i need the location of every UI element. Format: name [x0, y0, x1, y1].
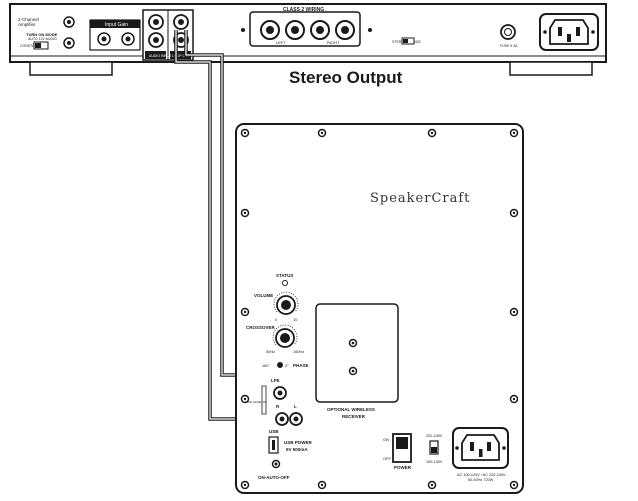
screw-icon: [240, 480, 250, 490]
binding-post-right-plus[interactable]: [310, 20, 330, 40]
screw-icon: [317, 128, 327, 138]
audio-input-label: AUDIO INPUT: [149, 54, 172, 58]
r-input-label: R: [276, 404, 280, 409]
subwoofer-amp-plate: SpeakerCraft STATUS VOLUME 0 10 CROSSOVE…: [235, 123, 524, 494]
crossover-label: CROSSOVER: [246, 325, 276, 330]
power-rocker-switch[interactable]: [392, 433, 412, 463]
screw-icon: [348, 338, 358, 348]
screw-icon: [317, 480, 327, 490]
screw-icon: [241, 28, 245, 32]
phase-0-label: 0°: [285, 364, 289, 368]
voltage-high-label: 220-240V: [426, 434, 443, 438]
lfe-input-jack[interactable]: [273, 386, 287, 400]
r-input-jack[interactable]: [275, 412, 289, 426]
wireless-receiver-bay: [315, 303, 399, 403]
auto-off-label: ON-AUTO-OFF: [258, 475, 290, 480]
usb-port[interactable]: [268, 436, 279, 454]
subwoofer-iec-inlet[interactable]: [452, 427, 509, 469]
usb-label: USB: [269, 429, 279, 434]
screw-icon: [240, 394, 250, 404]
screw-icon: [427, 480, 437, 490]
iec-power-inlet[interactable]: [539, 13, 599, 51]
power-on-label: ON: [383, 437, 389, 442]
phase-switch[interactable]: [277, 362, 283, 368]
diagram-caption: Stereo Output: [289, 68, 403, 87]
phase-180-label: 180°: [262, 364, 270, 368]
wireless-label-line2: RECEIVER: [342, 414, 366, 419]
screw-icon: [368, 28, 372, 32]
amplifier-foot-right: [509, 61, 593, 76]
crossover-min-label: 50Hz: [266, 350, 275, 354]
l-input-jack[interactable]: [289, 412, 303, 426]
screw-icon: [509, 394, 519, 404]
crossover-knob[interactable]: [272, 324, 298, 348]
amplifier-model-line2: Amplifier: [18, 22, 36, 27]
phase-label: PHASE: [293, 363, 309, 368]
fuse-label: FUSE 6.3A: [500, 44, 518, 48]
ac-rating-line2: 50-60Hz 720W: [468, 478, 494, 482]
voltage-selector-switch[interactable]: [429, 440, 439, 455]
crossover-max-label: 160Hz: [293, 350, 304, 354]
screw-icon: [348, 366, 358, 376]
line-level-label: LOW LEVEL IN: [245, 400, 266, 404]
wireless-label-line1: OPTIONAL WIRELESS: [327, 407, 375, 412]
amplifier-rear-panel: 2-Channel Amplifier TURN ON MODE AUTO 12…: [9, 3, 607, 76]
screw-icon: [509, 128, 519, 138]
screw-icon: [240, 208, 250, 218]
speaker-terminal-block: [249, 11, 361, 47]
input-gain-label: Input Gain: [105, 22, 128, 28]
voltage-low-label: 100-130V: [426, 460, 443, 464]
turn-on-mode-value: CONSTANT: [20, 44, 40, 48]
screw-icon: [509, 480, 519, 490]
power-label: POWER: [394, 465, 412, 470]
volume-min-label: 0: [275, 318, 277, 322]
right-channel-label: RIGHT: [327, 40, 340, 45]
screw-icon: [240, 307, 250, 317]
wiring-label: CLASS 2 WIRING: [283, 7, 324, 13]
binding-post-left-minus[interactable]: [285, 20, 305, 40]
lfe-label: LFE: [271, 378, 280, 383]
screw-icon: [509, 307, 519, 317]
input-jack-panel: [261, 385, 267, 415]
volume-max-label: 10: [293, 318, 297, 322]
auto-off-switch[interactable]: [271, 459, 281, 469]
status-led: [282, 280, 288, 286]
turn-on-mode-label: TURN ON MODE: [26, 32, 58, 37]
status-label: STATUS: [276, 273, 293, 278]
screw-icon: [427, 128, 437, 138]
volume-label: VOLUME: [254, 293, 273, 298]
left-channel-label: LEFT: [276, 40, 286, 45]
amplifier-model-line1: 2-Channel: [18, 17, 39, 22]
turn-on-mode-options: AUTO 12V AUDIO: [28, 37, 57, 41]
usb-power-line1: USB POWER: [284, 440, 313, 445]
brand-logo: SpeakerCraft: [370, 191, 470, 206]
ac-rating-line1: AC 100-120V / AC 220-240V: [457, 473, 506, 477]
power-off-label: OFF: [383, 456, 392, 461]
screw-icon: [509, 208, 519, 218]
binding-post-right-minus[interactable]: [335, 20, 355, 40]
usb-power-line2: 5V 500mA: [286, 447, 308, 452]
binding-post-left-plus[interactable]: [260, 20, 280, 40]
screw-icon: [240, 128, 250, 138]
l-input-label: L: [294, 404, 297, 409]
amplifier-foot-left: [29, 61, 113, 76]
volume-knob[interactable]: [273, 291, 299, 315]
